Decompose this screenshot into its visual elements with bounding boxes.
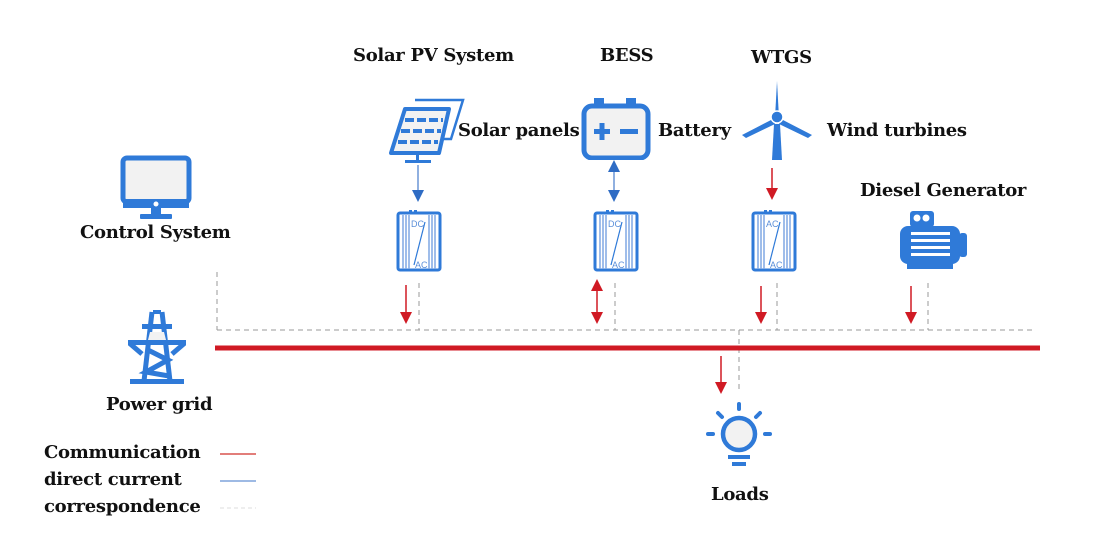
wtgs-inverter-icon: AC AC — [751, 210, 797, 272]
loads-label: Loads — [711, 484, 769, 505]
solar-inverter-icon: DC AC — [396, 210, 442, 272]
transmission-tower-icon — [128, 310, 186, 384]
solar-panel-icon — [389, 98, 465, 163]
wtgs-label: WTGS — [751, 47, 812, 68]
battery-label: Battery — [658, 120, 731, 141]
solar-pv-system-label: Solar PV System — [353, 45, 514, 66]
inverter-bottom-label: AC — [770, 260, 783, 270]
power-grid-label: Power grid — [106, 394, 213, 415]
legend-label-communication: Communication — [44, 442, 201, 463]
solar-panels-label: Solar panels — [458, 120, 580, 141]
bess-label: BESS — [600, 45, 654, 66]
wind-turbine-icon — [742, 81, 812, 160]
monitor-icon — [120, 155, 192, 219]
legend-label-direct-current: direct current — [44, 469, 182, 490]
wind-turbines-label: Wind turbines — [827, 120, 967, 141]
inverter-bottom-label: AC — [415, 260, 428, 270]
inverter-top-label: DC — [608, 219, 621, 229]
inverter-bottom-label: AC — [612, 260, 625, 270]
bess-inverter-icon: DC AC — [593, 210, 639, 272]
diesel-generator-label: Diesel Generator — [860, 180, 1027, 201]
correspondence-bus — [216, 272, 1035, 392]
inverter-top-label: DC — [411, 219, 424, 229]
inverter-top-label: AC — [766, 219, 779, 229]
light-bulb-icon — [706, 402, 772, 466]
legend-label-correspondence: correspondence — [44, 496, 201, 517]
control-system-label: Control System — [80, 222, 231, 243]
battery-icon — [581, 98, 651, 160]
generator-icon — [900, 211, 967, 269]
